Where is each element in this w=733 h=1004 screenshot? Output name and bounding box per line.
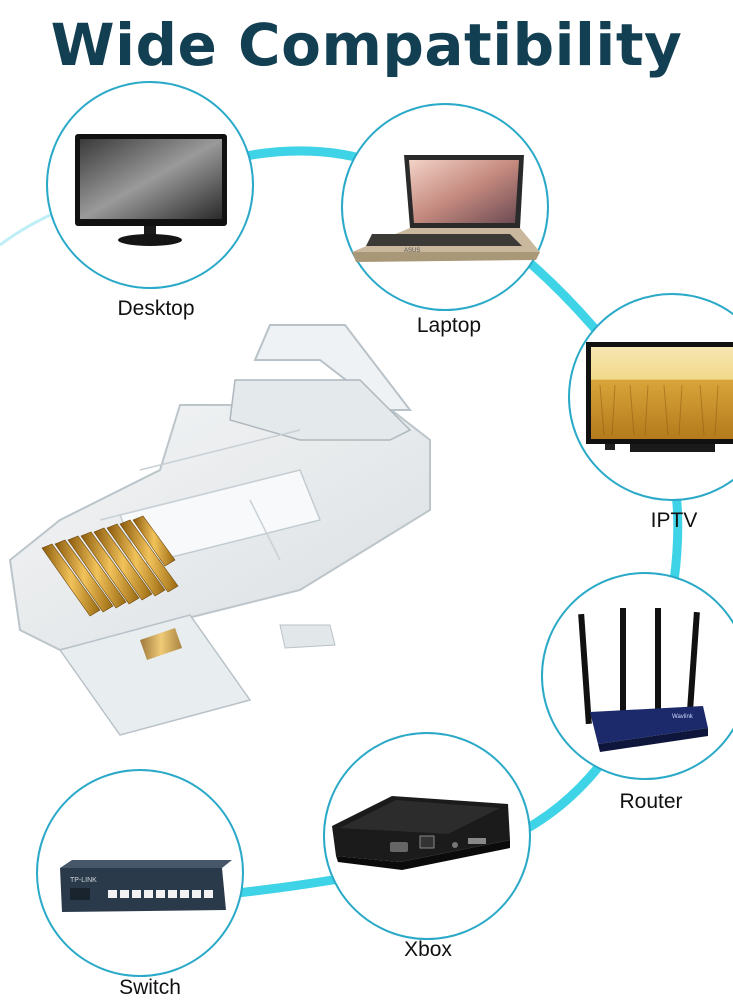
svg-text:TP-LINK: TP-LINK <box>70 877 97 884</box>
laptop-device <box>342 104 548 310</box>
rj45-connector-icon <box>8 324 431 736</box>
tv-icon <box>586 342 733 452</box>
iptv-device <box>569 294 733 500</box>
game-console-icon <box>332 796 510 870</box>
device-label-iptv: IPTV <box>650 509 698 532</box>
laptop-brand-text: ASUS <box>404 248 420 254</box>
router-device <box>542 573 733 779</box>
device-label-laptop: Laptop <box>416 314 482 337</box>
page-title: Wide Compatibility <box>50 11 683 79</box>
switch-device <box>37 770 243 976</box>
device-label-switch: Switch <box>119 976 181 999</box>
desktop-device <box>47 82 253 288</box>
wifi-router-icon: Wavlink <box>578 608 708 752</box>
device-label-router: Router <box>619 790 683 813</box>
network-switch-icon: TP-LINK <box>60 860 232 912</box>
device-label-xbox: Xbox <box>404 938 452 961</box>
desktop-monitor-icon <box>75 134 227 246</box>
device-label-desktop: Desktop <box>117 297 195 320</box>
laptop-icon: ASUS <box>352 155 540 262</box>
xbox-device <box>324 733 530 939</box>
svg-text:Wavlink: Wavlink <box>672 714 694 720</box>
